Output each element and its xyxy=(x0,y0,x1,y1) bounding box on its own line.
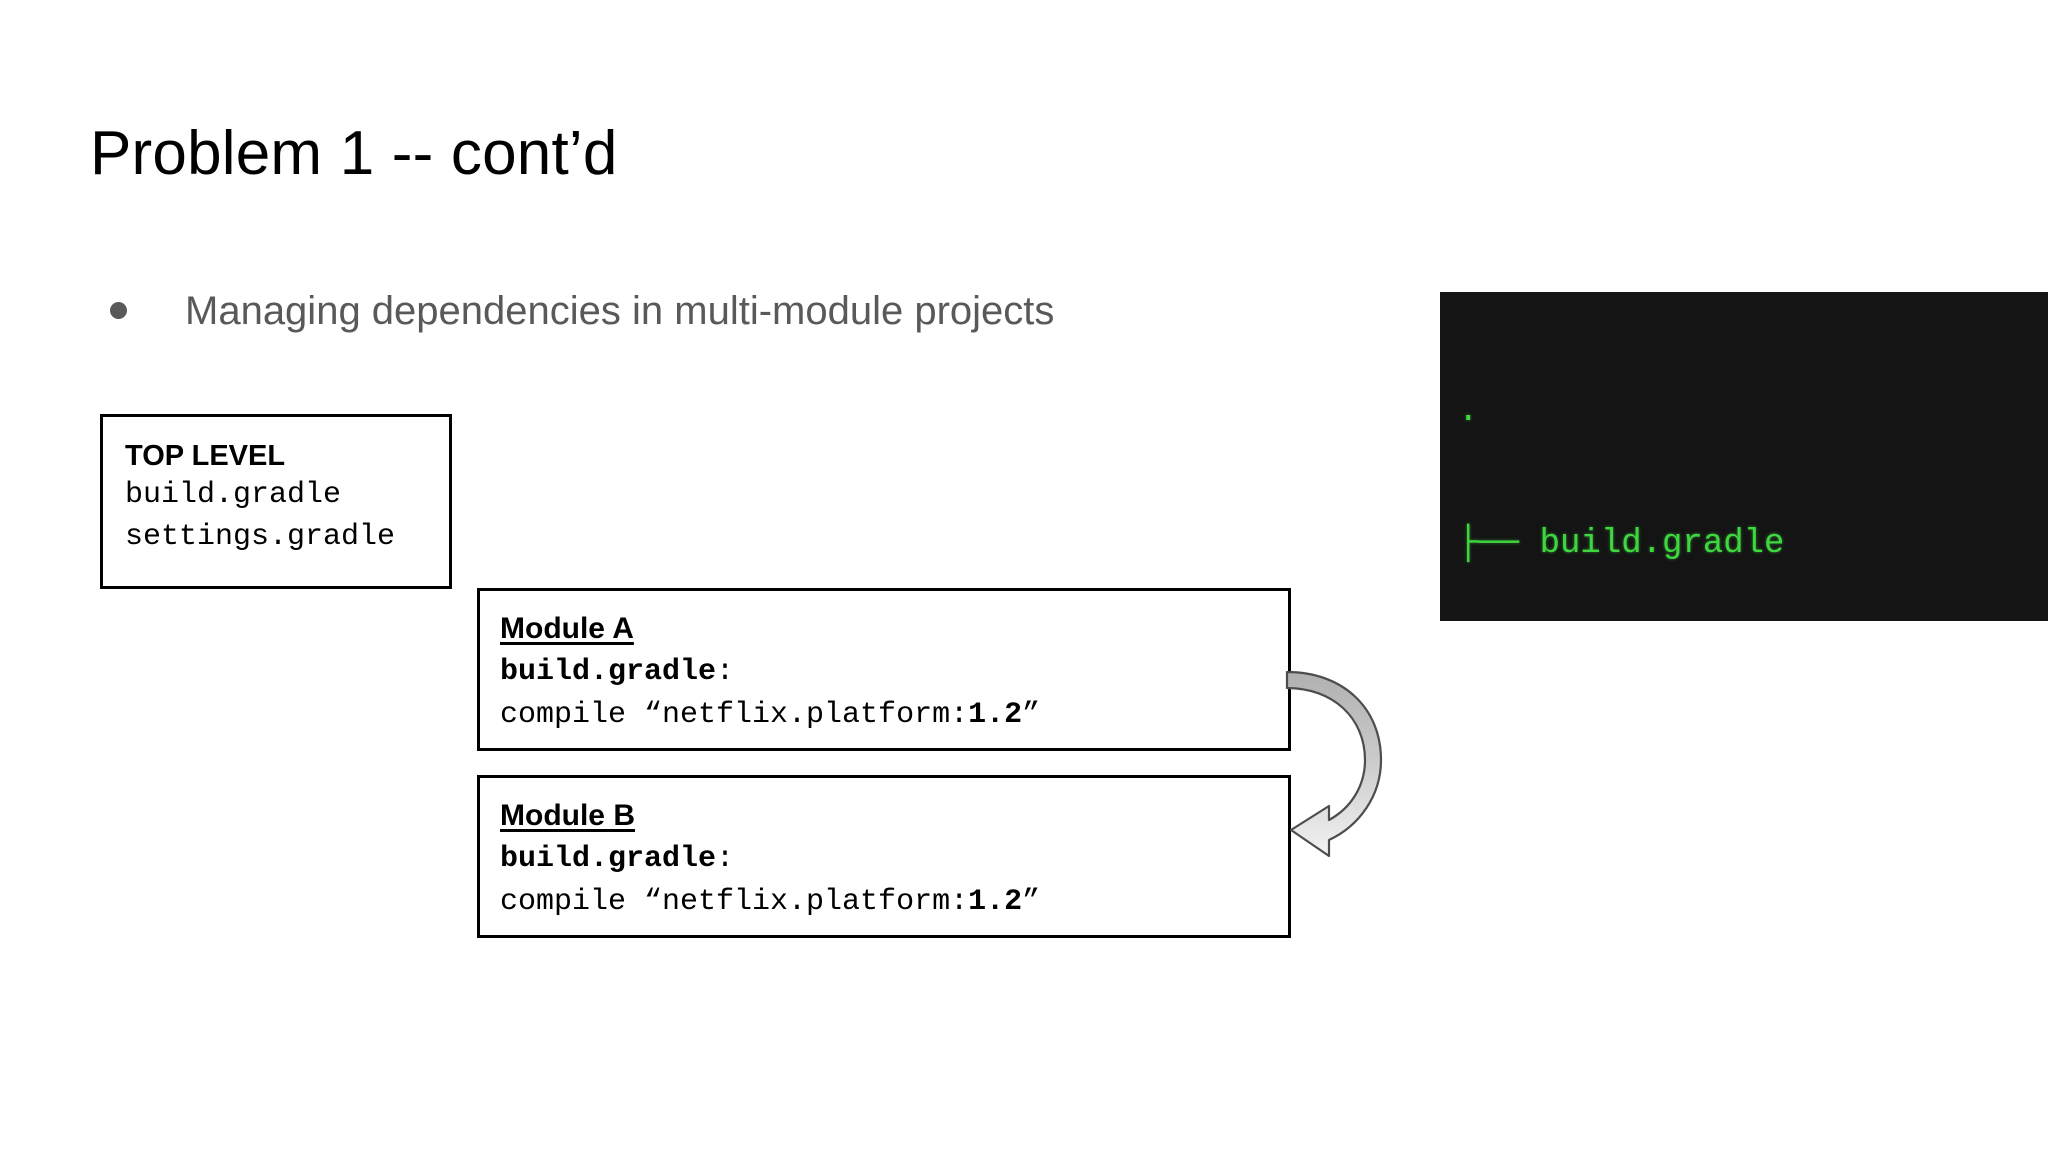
module-b-box: Module B build.gradle: compile “netflix.… xyxy=(477,775,1291,938)
terminal-panel: . ├── build.gradle ├── module_a │ └── bu… xyxy=(1440,292,2048,621)
module-a-file-label-row: build.gradle: xyxy=(500,652,1288,693)
top-level-file-build-gradle: build.gradle xyxy=(125,478,342,513)
module-a-file-label-colon: : xyxy=(716,654,735,689)
module-b-dep-prefix: compile “netflix.platform: xyxy=(500,884,969,919)
module-a-dep-suffix: ” xyxy=(1022,697,1041,732)
module-b-dep-suffix: ” xyxy=(1022,884,1041,919)
module-a-dependency-row: compile “netflix.platform:1.2” xyxy=(500,695,1288,736)
page-title: Problem 1 -- cont’d xyxy=(90,119,618,188)
module-a-dep-version: 1.2 xyxy=(968,697,1023,732)
module-b-dependency-row: compile “netflix.platform:1.2” xyxy=(500,882,1288,923)
curved-dependency-arrow-icon xyxy=(1285,670,1383,858)
module-a-dep-prefix: compile “netflix.platform: xyxy=(500,697,969,732)
module-b-file-label-colon: : xyxy=(716,841,735,876)
module-b-dep-version: 1.2 xyxy=(968,884,1023,919)
top-level-box: TOP LEVEL build.gradle settings.gradle xyxy=(100,414,452,589)
terminal-output: . ├── build.gradle ├── module_a │ └── bu… xyxy=(1440,302,2048,621)
module-b-file-label: build.gradle xyxy=(500,841,717,876)
module-a-heading-wrap: Module A xyxy=(500,609,1288,650)
module-a-box: Module A build.gradle: compile “netflix.… xyxy=(477,588,1291,751)
module-a-file-label: build.gradle xyxy=(500,654,717,689)
bullet-item-label: Managing dependencies in multi-module pr… xyxy=(185,289,1055,333)
terminal-line: . xyxy=(1458,393,1479,431)
bullet-list-item: Managing dependencies in multi-module pr… xyxy=(110,286,1054,336)
module-b-heading: Module B xyxy=(500,799,635,832)
top-level-file-settings-gradle: settings.gradle xyxy=(125,519,396,554)
bullet-dot-icon xyxy=(110,302,127,319)
terminal-line: ├── build.gradle xyxy=(1458,525,1785,563)
module-b-file-label-row: build.gradle: xyxy=(500,839,1288,880)
module-a-heading: Module A xyxy=(500,612,634,645)
module-b-heading-wrap: Module B xyxy=(500,796,1288,837)
top-level-heading: TOP LEVEL xyxy=(125,440,286,472)
